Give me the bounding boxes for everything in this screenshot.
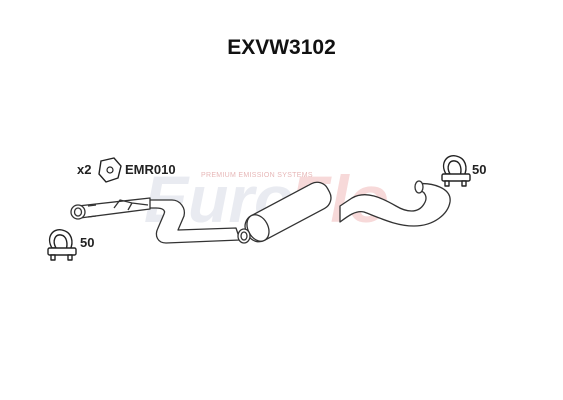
clamp-left-size: 50 (80, 235, 94, 250)
tailpipe (339, 182, 451, 227)
part-number-title: EXVW3102 (227, 36, 336, 59)
gasket-quantity: x2 (77, 162, 91, 177)
clamp-right-icon (441, 155, 471, 187)
front-pipe-inlet (70, 204, 86, 220)
clamp-left-callout: 50 (47, 229, 94, 261)
mid-pipe (147, 199, 241, 244)
front-pipe-slot (87, 204, 97, 218)
clamp-right-callout: 50 (441, 155, 486, 187)
silencer-inlet (237, 228, 251, 244)
hanger-bracket (113, 199, 149, 211)
watermark-tagline: PREMIUM EMISSION SYSTEMS (201, 172, 313, 179)
front-pipe-inlet-inner (73, 207, 83, 217)
gasket-code: EMR010 (125, 162, 176, 177)
clamp-right-size: 50 (472, 162, 486, 177)
exhaust-pipe-assembly (70, 180, 451, 244)
clamp-left-icon (47, 229, 77, 261)
tailpipe-outlet (414, 180, 424, 194)
gasket-hole-icon (106, 166, 114, 174)
silencer-inlet-inner (240, 231, 248, 241)
gasket-callout: x2 EMR010 (77, 157, 176, 183)
